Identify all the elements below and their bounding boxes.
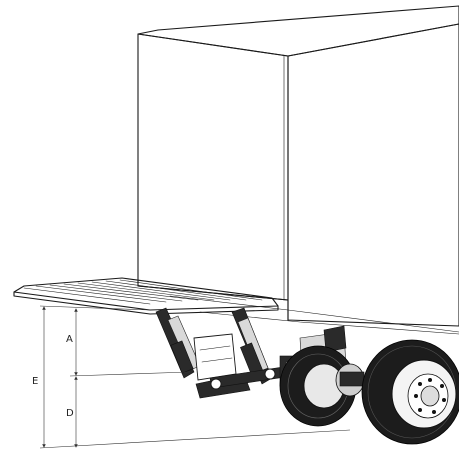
truck-box-body: [137, 5, 459, 335]
dimension-label-e: E: [32, 376, 38, 387]
dimension-label-d: D: [66, 408, 74, 419]
lift-platform: [13, 277, 279, 315]
rear-wheel-outer: [361, 339, 459, 445]
dimension-lines: [39, 305, 351, 449]
wheel-nuts: [414, 378, 446, 414]
dimension-label-a: A: [66, 334, 73, 345]
rear-axle-hub: [335, 363, 365, 397]
